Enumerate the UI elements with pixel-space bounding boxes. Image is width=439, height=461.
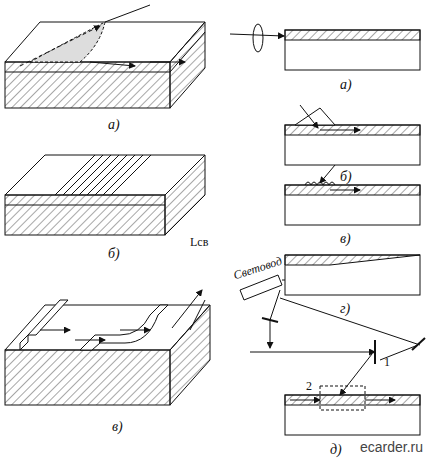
- watermark: ecarder.ru: [360, 440, 423, 454]
- panel-letter: а): [340, 78, 352, 92]
- panel-letter: а): [108, 118, 120, 132]
- panel-letter: д): [330, 443, 342, 457]
- panel-letter: г): [340, 302, 350, 316]
- panel-letter: в): [112, 420, 123, 434]
- dimension-label: Lсв: [190, 236, 208, 248]
- panel-letter: б): [340, 170, 352, 184]
- panel-letter: б): [108, 247, 120, 261]
- callout-number: 2: [306, 380, 312, 392]
- callout-number: 1: [384, 356, 390, 368]
- panel-letter: в): [340, 232, 351, 246]
